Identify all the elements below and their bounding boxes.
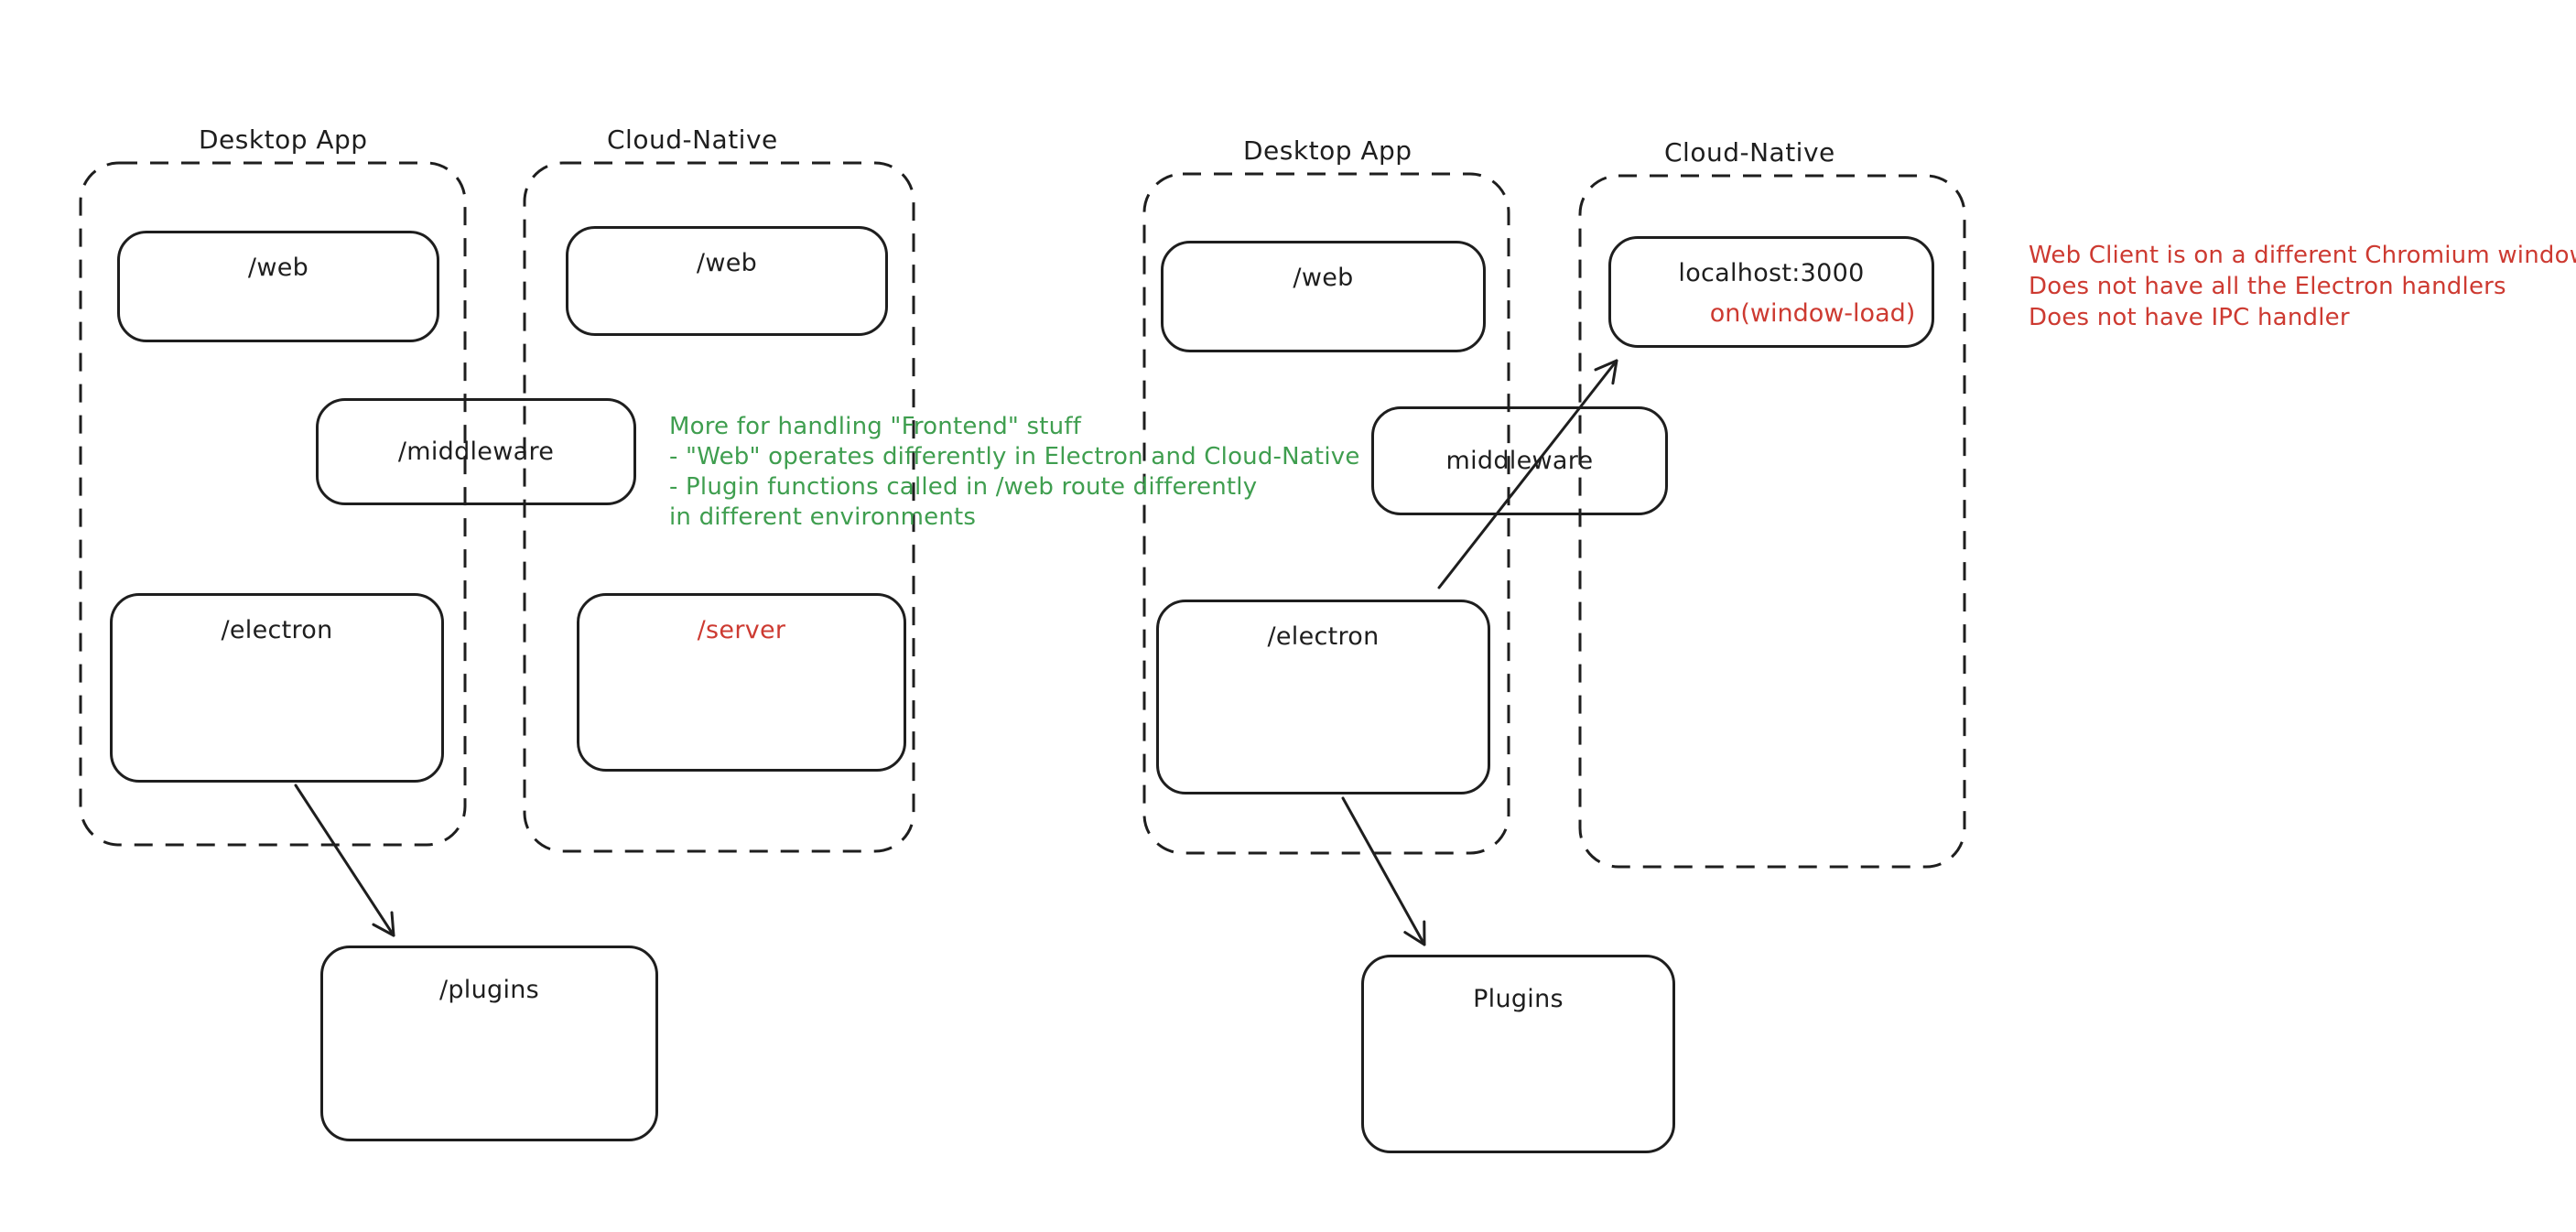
left-server-label: /server bbox=[697, 616, 786, 644]
annotation-line: in different environments bbox=[669, 503, 977, 531]
right-localhost-node[interactable]: localhost:3000 on(window-load) bbox=[1608, 236, 1934, 348]
right-desktop-app-title[interactable]: Desktop App bbox=[1243, 135, 1412, 166]
left-cloud-native-container[interactable] bbox=[523, 161, 915, 853]
annotation-line: More for handling "Frontend" stuff bbox=[669, 413, 1082, 440]
right-middleware-node[interactable]: middleware bbox=[1371, 406, 1668, 515]
left-plugins-node[interactable]: /plugins bbox=[320, 946, 658, 1141]
right-localhost-label: localhost:3000 bbox=[1678, 259, 1865, 287]
right-electron-to-plugins-arrow[interactable] bbox=[1341, 796, 1426, 946]
right-cloud-native-container[interactable] bbox=[1578, 174, 1966, 869]
right-on-window-load-label: on(window-load) bbox=[1709, 299, 1916, 328]
left-middleware-label: /middleware bbox=[397, 438, 555, 466]
left-electron-to-plugins-arrow[interactable] bbox=[294, 784, 395, 937]
annotation-line: - Plugin functions called in /web route … bbox=[669, 473, 1258, 501]
right-electron-to-localhost-arrow[interactable] bbox=[1437, 359, 1618, 589]
right-plugins-node[interactable]: Plugins bbox=[1361, 955, 1675, 1153]
right-web-label: /web bbox=[1293, 264, 1354, 292]
annotation-line: Does not have IPC handler bbox=[2029, 304, 2350, 331]
right-red-annotation[interactable]: Web Client is on a different Chromium wi… bbox=[2029, 240, 2576, 333]
left-cloud-web-label: /web bbox=[696, 249, 758, 277]
left-electron-label: /electron bbox=[221, 616, 333, 644]
left-desktop-web-label: /web bbox=[247, 254, 309, 282]
annotation-line: - "Web" operates differently in Electron… bbox=[669, 443, 1360, 470]
annotation-line: Web Client is on a different Chromium wi… bbox=[2029, 242, 2576, 269]
right-electron-node[interactable]: /electron bbox=[1156, 600, 1490, 794]
right-plugins-label: Plugins bbox=[1473, 985, 1564, 1013]
left-server-node[interactable]: /server bbox=[577, 593, 906, 772]
left-cloud-web-node[interactable]: /web bbox=[566, 226, 888, 336]
right-web-node[interactable]: /web bbox=[1161, 241, 1486, 352]
annotation-line: Does not have all the Electron handlers bbox=[2029, 273, 2506, 300]
left-desktop-app-title[interactable]: Desktop App bbox=[199, 124, 368, 155]
left-desktop-web-node[interactable]: /web bbox=[117, 231, 439, 342]
left-green-annotation[interactable]: More for handling "Frontend" stuff - "We… bbox=[669, 412, 1360, 533]
left-electron-node[interactable]: /electron bbox=[110, 593, 444, 783]
right-cloud-native-title[interactable]: Cloud-Native bbox=[1664, 137, 1835, 168]
left-middleware-node[interactable]: /middleware bbox=[316, 398, 636, 505]
right-electron-label: /electron bbox=[1267, 622, 1380, 651]
right-middleware-label: middleware bbox=[1445, 447, 1594, 475]
right-desktop-app-container[interactable] bbox=[1142, 172, 1510, 855]
left-plugins-label: /plugins bbox=[438, 976, 540, 1004]
left-cloud-native-title[interactable]: Cloud-Native bbox=[607, 124, 778, 155]
